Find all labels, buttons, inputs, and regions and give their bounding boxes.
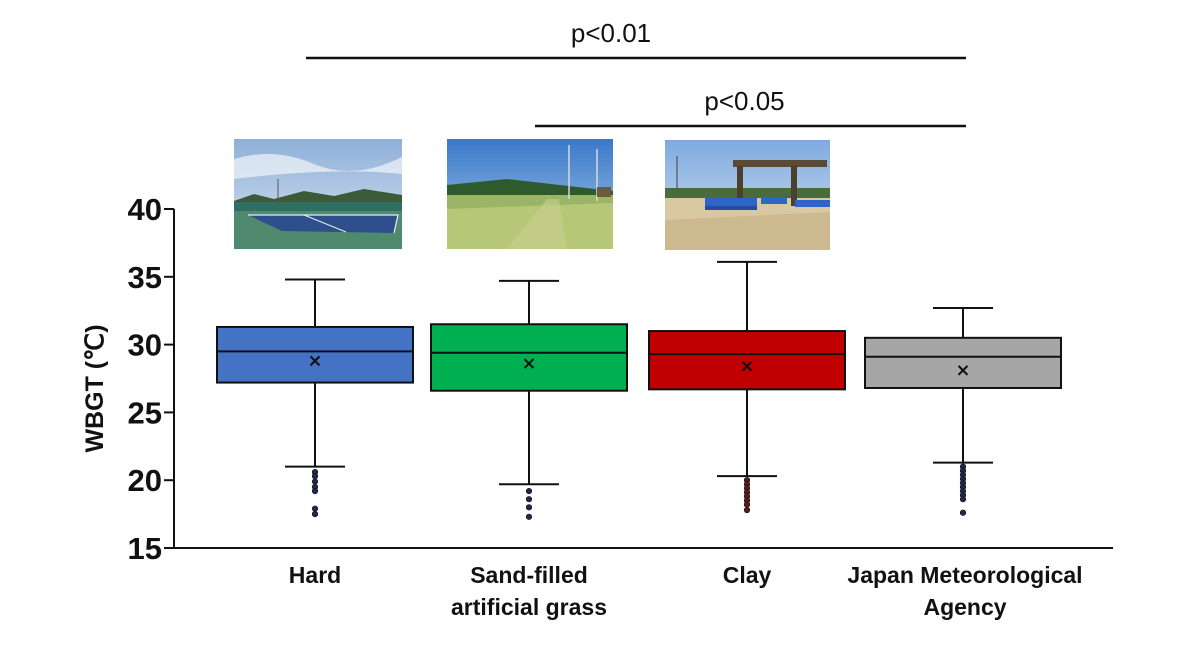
outlier-point (959, 509, 967, 516)
category-label: Sand-filled (470, 562, 588, 588)
mean-marker (523, 358, 535, 369)
significance-label: p<0.01 (571, 18, 651, 48)
outlier-point (311, 478, 319, 485)
outlier-point (311, 487, 319, 495)
outlier-point (525, 487, 533, 495)
outlier-point (311, 505, 319, 512)
y-tick-label: 30 (128, 328, 162, 363)
mean-marker (309, 355, 321, 367)
y-axis-label: WBGT (℃) (81, 324, 109, 452)
box (648, 330, 846, 391)
y-tick-label: 15 (128, 531, 162, 566)
outlier-point (311, 473, 319, 480)
outlier-point (743, 506, 751, 514)
y-tick-label: 35 (128, 260, 162, 295)
outlier-point (525, 504, 533, 511)
mean-marker (741, 361, 753, 372)
category-label: artificial grass (451, 594, 607, 620)
y-tick-label: 25 (128, 395, 162, 430)
box (864, 336, 1062, 389)
box (216, 325, 414, 384)
clay-court-photo (665, 140, 830, 250)
outlier-point (743, 501, 751, 508)
significance-label: p<0.05 (704, 86, 784, 116)
y-tick-label: 40 (128, 192, 162, 227)
mean-marker (957, 365, 969, 376)
outlier-point (311, 510, 319, 518)
y-tick-label: 20 (128, 463, 162, 498)
box (430, 323, 628, 392)
outlier-point (959, 496, 967, 503)
outlier-point (525, 496, 533, 503)
grass-court-photo (447, 139, 613, 249)
hard-court-photo (234, 139, 402, 249)
category-label: Agency (923, 594, 1006, 620)
category-label: Japan Meteorological (847, 562, 1082, 588)
category-label: Hard (289, 562, 341, 588)
category-label: Clay (723, 562, 772, 588)
outlier-point (525, 513, 533, 520)
